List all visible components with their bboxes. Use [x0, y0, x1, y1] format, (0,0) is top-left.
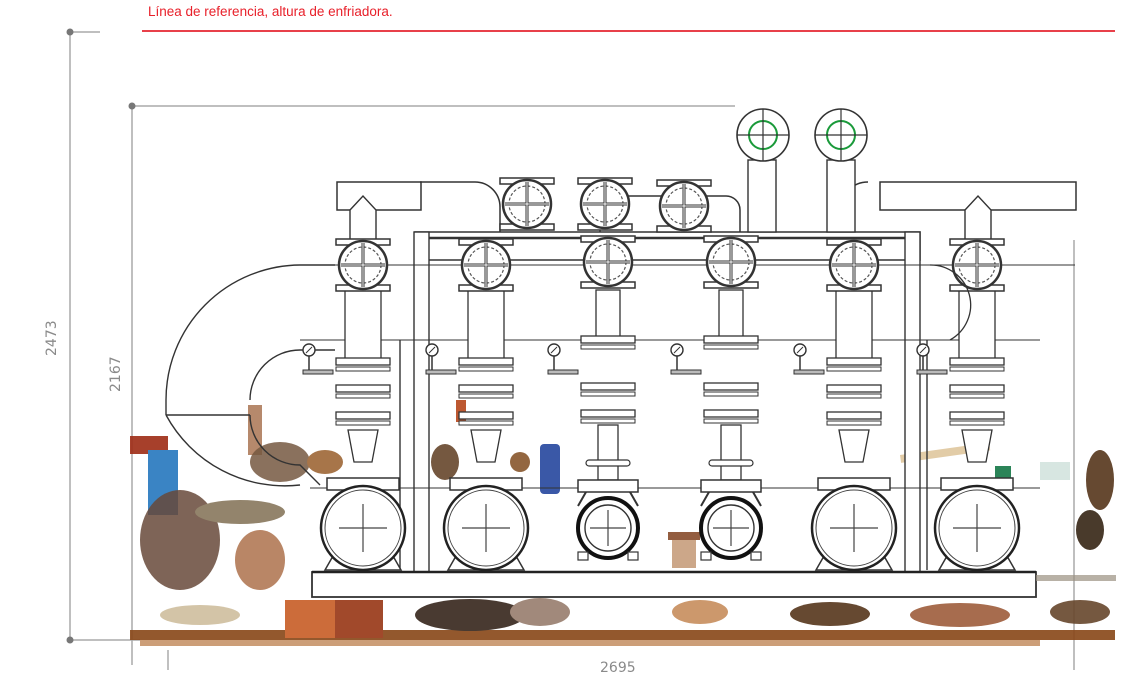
- pump-column-6: [916, 237, 1021, 572]
- header-valve: [498, 176, 556, 232]
- pump-column-3: [547, 234, 640, 562]
- header-valve: [655, 178, 713, 234]
- dimension-node: [128, 102, 136, 110]
- pump-column-2: [425, 237, 530, 572]
- header-valve: [576, 176, 634, 232]
- base-skid: [311, 571, 1037, 598]
- reference-line-label: Línea de referencia, altura de enfriador…: [148, 4, 393, 19]
- frame-posts: [300, 231, 1075, 573]
- right-bypass-bend: [929, 264, 972, 341]
- pump-column-4: [670, 234, 763, 562]
- return-pipe-bend: [165, 264, 335, 487]
- reference-line: [142, 30, 1115, 32]
- top-outlet-flange-2: [814, 108, 868, 233]
- dimension-node: [66, 636, 74, 644]
- top-outlet-flange-1: [736, 108, 790, 233]
- dimension-lines: [69, 31, 1075, 670]
- tee-arrow: [349, 194, 377, 241]
- dimension-node: [66, 28, 74, 36]
- pump-column-1: [302, 237, 407, 572]
- tee-arrow: [964, 194, 992, 241]
- scan-point-cloud: [130, 400, 1115, 646]
- pump-column-5: [793, 237, 898, 572]
